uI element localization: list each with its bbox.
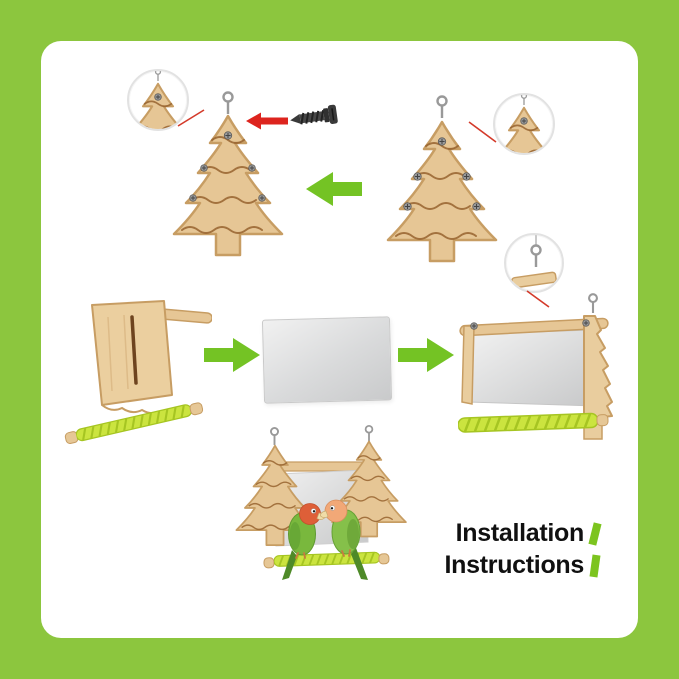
left-side-panel xyxy=(461,325,475,405)
hanging-hook-icon xyxy=(222,91,234,114)
assembly-step-arrow-right xyxy=(398,338,454,372)
lovebird-left xyxy=(282,503,325,580)
rope-perch xyxy=(64,402,204,444)
assembly-step-arrow-right xyxy=(204,338,260,372)
screw-icon xyxy=(582,319,590,327)
zoomed-tree-top xyxy=(495,95,553,153)
hanging-hook-icon xyxy=(364,424,374,442)
detail-zoom-circle-screw-right xyxy=(493,93,555,155)
zoomed-hook xyxy=(511,235,557,289)
green-highlight-mark xyxy=(589,554,601,578)
tree-panel xyxy=(386,95,498,263)
assembled-mirror-frame xyxy=(457,293,613,440)
mirror-pane xyxy=(467,329,597,407)
mounting-screw xyxy=(290,104,338,125)
screw-icon xyxy=(470,322,478,330)
lovebird-right xyxy=(320,499,368,580)
wood-grain xyxy=(107,314,129,392)
rope-perch xyxy=(263,550,390,569)
hanging-hook-icon xyxy=(588,293,598,313)
perch-board-with-dowels xyxy=(64,300,212,444)
rope-perch xyxy=(457,411,609,434)
detail-zoom-circle-hook xyxy=(504,233,564,293)
title-line-1: Installation xyxy=(455,519,585,547)
hanging-hook-icon xyxy=(530,244,542,267)
installation-instructions-title: Installation Instructions xyxy=(444,517,602,581)
right-tree-side-panel xyxy=(583,315,613,420)
hanging-hook-icon xyxy=(154,71,162,81)
screw-icon xyxy=(520,117,528,125)
board-slot xyxy=(130,315,138,385)
hanging-hook-icon xyxy=(520,95,528,105)
hanging-hook-icon xyxy=(269,427,280,445)
finished-tree-swing-with-lovebirds xyxy=(235,424,407,580)
top-dowel xyxy=(459,317,609,337)
acrylic-mirror xyxy=(261,316,393,404)
hanging-hook-icon xyxy=(436,95,448,118)
title-line-2: Instructions xyxy=(444,551,585,579)
insert-direction-arrow xyxy=(246,112,288,130)
assembly-step-arrow-left xyxy=(306,172,362,206)
